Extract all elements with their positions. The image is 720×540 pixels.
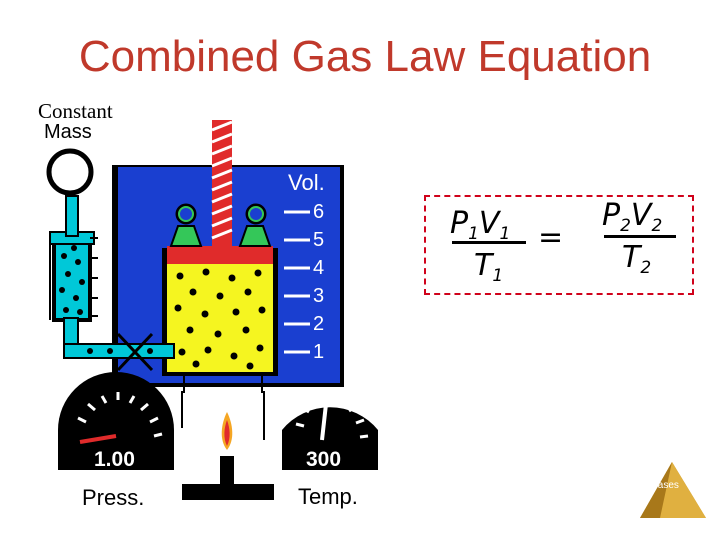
equation-right-numerator: P2V2 — [602, 198, 663, 236]
pressure-gauge — [58, 372, 174, 470]
equation-right-denominator: T2 — [622, 240, 652, 278]
piston-weight-right — [238, 203, 272, 247]
volume-scale-1: 1 — [313, 341, 325, 363]
temperature-gauge — [282, 395, 378, 470]
volume-scale-5: 5 — [313, 229, 325, 251]
temperature-value: 300 — [306, 448, 342, 471]
constant-label: Constant — [38, 99, 113, 123]
equation-right-fraction-bar — [604, 235, 676, 238]
equation-left-fraction-bar — [452, 241, 526, 244]
gas-particles — [174, 268, 266, 370]
page-title: Combined Gas Law Equation — [78, 32, 652, 81]
volume-scale-4: 4 — [313, 257, 325, 279]
volume-scale-6: 6 — [313, 201, 325, 223]
bunsen-burner — [182, 412, 274, 500]
volume-scale-2: 2 — [313, 313, 325, 335]
equation-left-denominator: T1 — [474, 248, 504, 286]
pressure-value: 1.00 — [94, 448, 135, 471]
piston — [167, 246, 273, 264]
gases-logo-text: Gases — [650, 480, 679, 491]
mass-label: Mass — [44, 121, 92, 143]
temperature-label: Temp. — [298, 484, 358, 509]
equation-left-numerator: P1V1 — [450, 206, 511, 244]
gases-logo — [640, 462, 706, 518]
equation-box — [424, 195, 694, 295]
volume-scale-3: 3 — [313, 285, 325, 307]
volume-scale-ticks — [284, 210, 310, 354]
piston-weight-left — [169, 203, 203, 247]
gas-volume — [167, 262, 273, 372]
manometer-tubing — [46, 148, 175, 372]
volume-label: Vol. — [288, 170, 325, 195]
equation-equals: = — [538, 220, 564, 255]
pressure-label: Press. — [82, 485, 145, 510]
